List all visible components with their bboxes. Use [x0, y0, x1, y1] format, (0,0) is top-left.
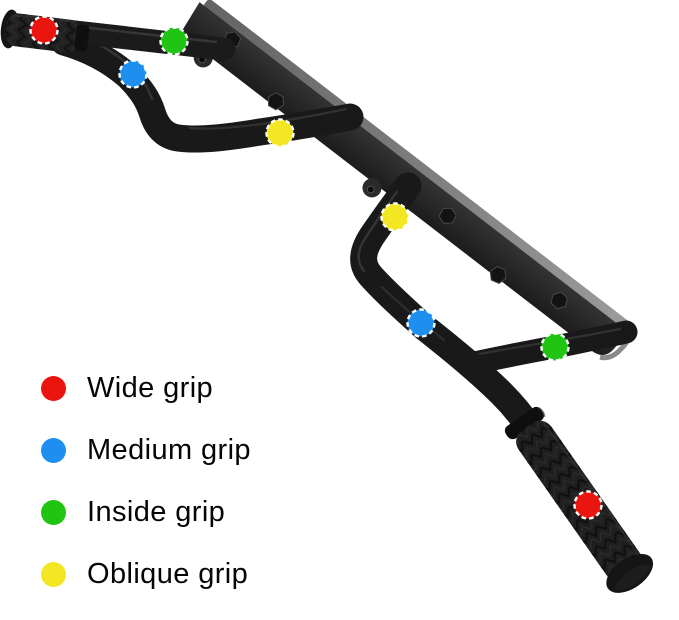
screw-hole [366, 185, 375, 194]
legend-item-wide-grip: Wide grip [41, 374, 251, 403]
legend-label-medium-grip: Medium grip [87, 434, 251, 466]
oblique-grip-dot-icon [41, 562, 66, 587]
legend-item-medium-grip: Medium grip [41, 436, 251, 465]
legend-item-oblique-grip: Oblique grip [41, 560, 251, 589]
grip-legend: Wide grip Medium grip Inside grip Obliqu… [41, 374, 251, 589]
marker-wide-grip [29, 15, 59, 45]
legend-label-oblique-grip: Oblique grip [87, 558, 249, 590]
legend-item-inside-grip: Inside grip [41, 498, 251, 527]
lower-handle [350, 172, 638, 442]
legend-label-inside-grip: Inside grip [87, 496, 226, 528]
legend-label-wide-grip: Wide grip [87, 372, 214, 404]
marker-medium-grip [118, 59, 148, 89]
inside-grip-dot-icon [41, 500, 66, 525]
grip-position-markers [29, 15, 603, 520]
marker-inside-grip [159, 26, 189, 56]
plate-bevel-edge [203, 0, 633, 333]
lower-handle-cross-tube [458, 320, 638, 376]
marker-medium-grip [406, 308, 436, 338]
marker-oblique-grip [265, 118, 295, 148]
wide-grip-dot-icon [41, 376, 66, 401]
marker-oblique-grip [380, 202, 410, 232]
marker-wide-grip [573, 490, 603, 520]
lower-handle-curved-tube [350, 172, 544, 442]
medium-grip-dot-icon [41, 438, 66, 463]
marker-inside-grip [540, 332, 570, 362]
